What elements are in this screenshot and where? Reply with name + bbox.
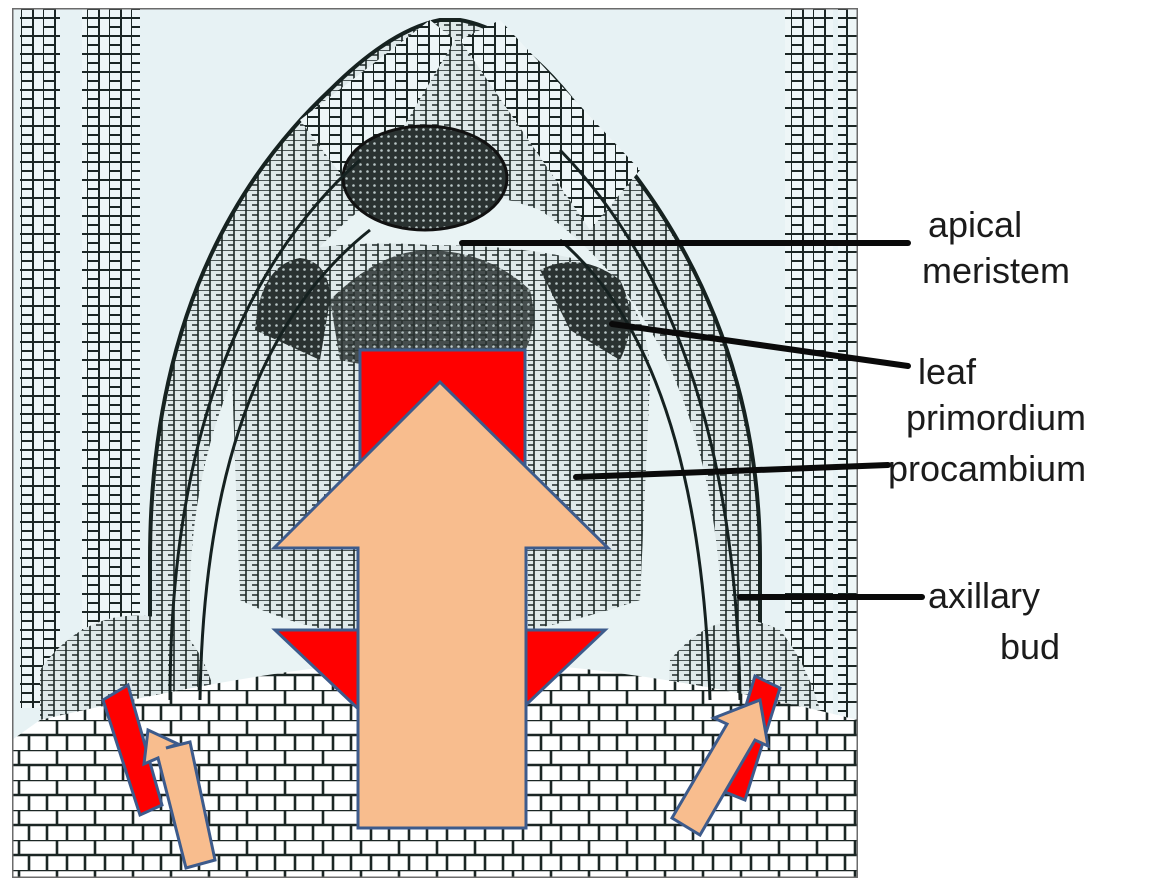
- label-procambium: procambium: [888, 448, 1086, 489]
- label-meristem: meristem: [922, 250, 1070, 291]
- label-leaf: leaf: [918, 351, 977, 392]
- label-axillary: axillary: [928, 575, 1040, 616]
- label-bud: bud: [1000, 626, 1060, 667]
- right-edge-cells: [838, 8, 858, 728]
- left-outer-cell-column: [20, 8, 60, 708]
- left-inner-cell-column: [82, 8, 140, 708]
- young-leaf-tip: [343, 126, 507, 230]
- right-cell-column: [785, 8, 833, 728]
- label-primordium: primordium: [906, 397, 1086, 438]
- label-apical: apical: [928, 204, 1022, 245]
